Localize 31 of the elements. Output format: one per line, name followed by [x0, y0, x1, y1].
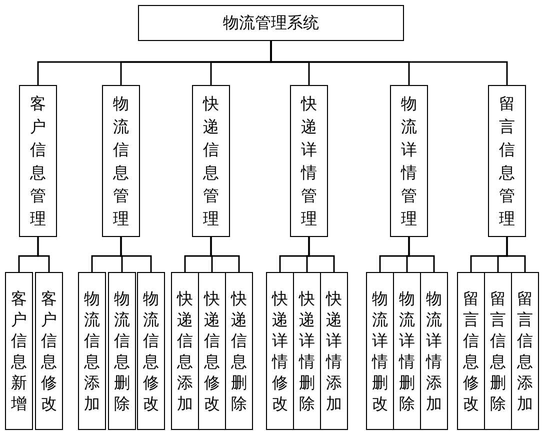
- connector-line: [408, 237, 435, 272]
- function-box: 客户信息新增: [5, 272, 33, 430]
- module-box: 快递信息管理: [192, 85, 230, 237]
- function-box: 留言信息删除: [484, 272, 512, 430]
- function-box: 客户信息修改: [35, 272, 63, 430]
- function-box: 快递详情修改: [266, 272, 294, 430]
- module-box: 留言信息管理: [488, 85, 526, 237]
- function-box: 留言信息修改: [457, 272, 485, 430]
- function-box: 物流信息删除: [108, 272, 136, 430]
- module-box: 客户信息管理: [19, 85, 57, 237]
- function-box: 物流详情删改: [366, 272, 394, 430]
- connector-line: [506, 237, 526, 272]
- function-box: 快递信息添加: [171, 272, 199, 430]
- function-box: 快递详情删除: [293, 272, 321, 430]
- function-box: 物流信息添加: [78, 272, 106, 430]
- function-box: 物流详情添加: [420, 272, 448, 430]
- function-box: 快递信息删除: [225, 272, 253, 430]
- connector-line: [120, 237, 152, 272]
- module-box: 快递详情管理: [290, 85, 328, 237]
- module-box: 物流详情管理: [390, 85, 428, 237]
- connector-line: [37, 237, 50, 272]
- function-box: 物流详情删除: [393, 272, 421, 430]
- connector-line: [210, 237, 240, 272]
- module-box: 物流信息管理: [102, 85, 140, 237]
- connector-line: [308, 237, 335, 272]
- function-box: 快递详情添加: [320, 272, 348, 430]
- function-box: 物流信息修改: [137, 272, 165, 430]
- function-box: 留言信息添加: [511, 272, 539, 430]
- system-box: 物流管理系统: [138, 5, 404, 41]
- connector-line: [270, 41, 508, 85]
- function-box: 快递信息修改: [198, 272, 226, 430]
